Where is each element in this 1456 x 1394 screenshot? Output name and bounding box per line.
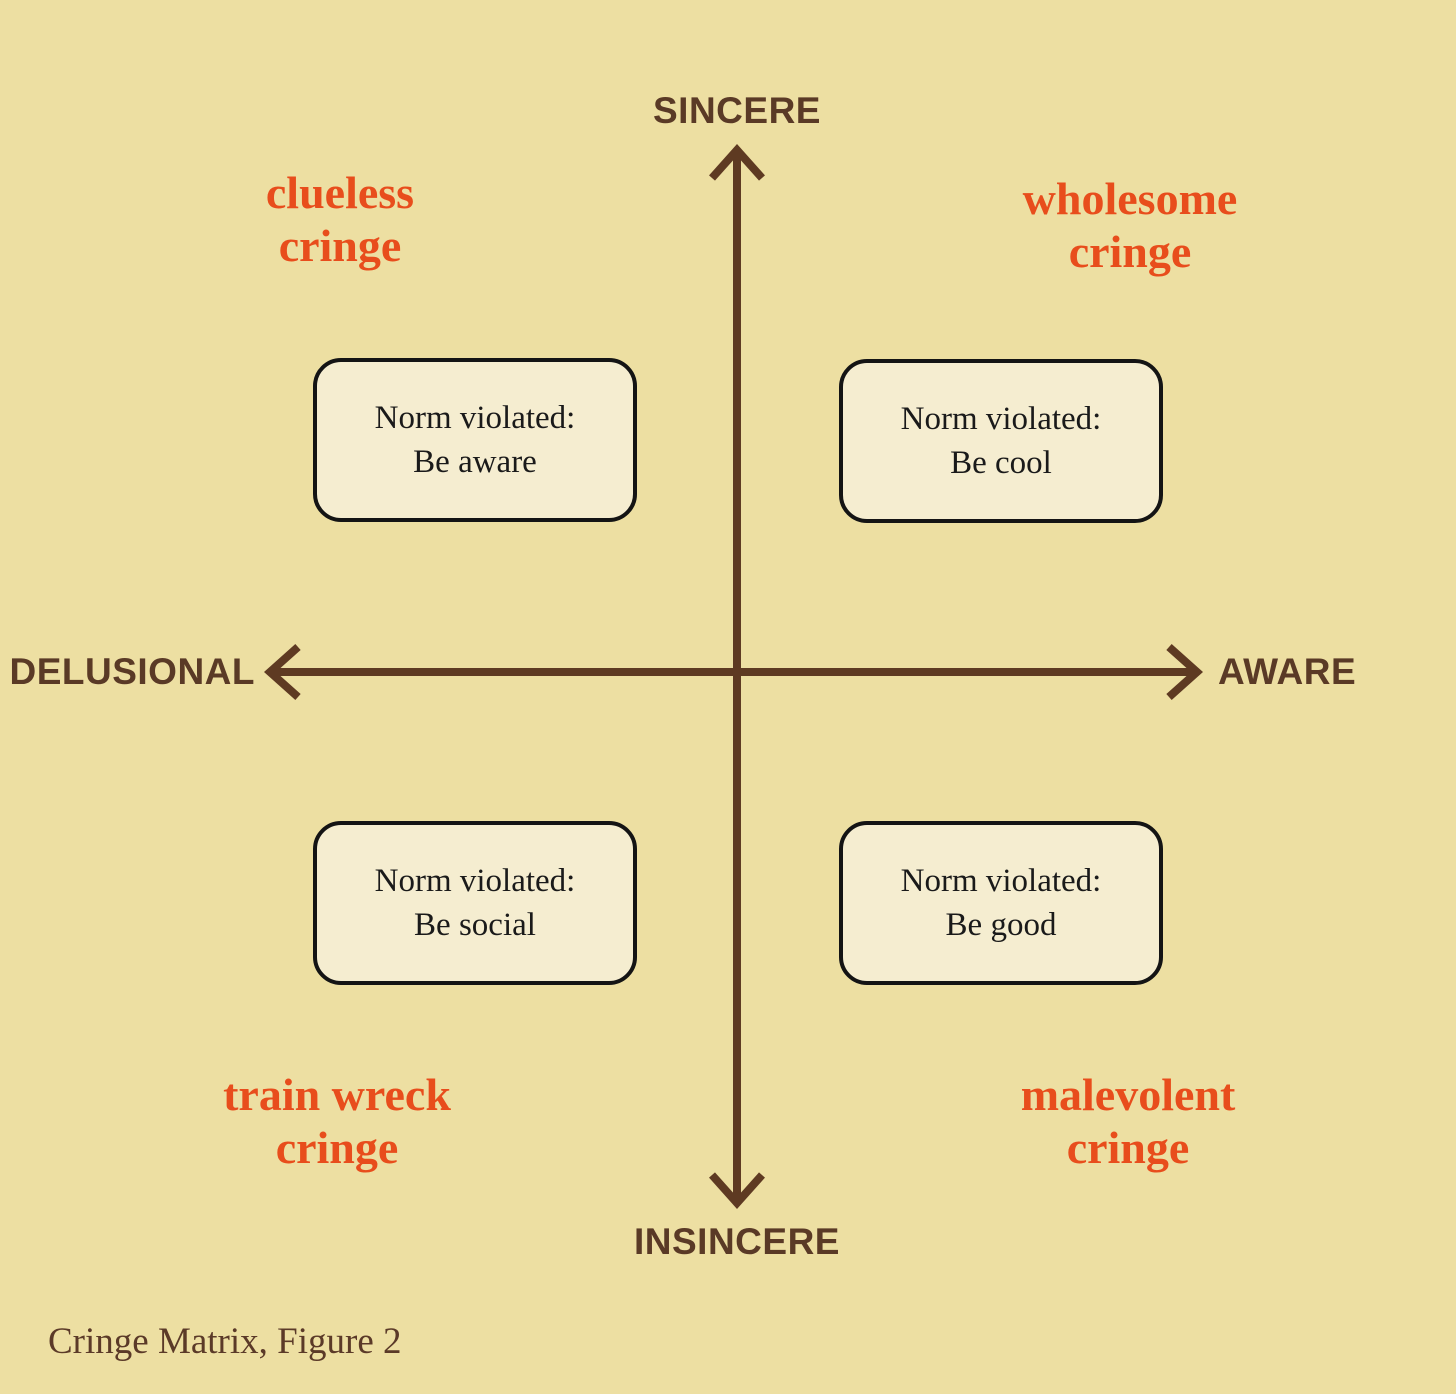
- arrowhead-up-icon: [709, 143, 765, 181]
- norm-box-bottom-right: Norm violated: Be good: [839, 821, 1163, 985]
- figure-caption: Cringe Matrix, Figure 2: [48, 1321, 402, 1362]
- quadrant-label-line2: cringe: [1066, 1122, 1190, 1173]
- quadrant-label-line1: clueless: [265, 167, 415, 218]
- norm-box-line1: Norm violated:: [900, 401, 1102, 437]
- quadrant-label-top-right: wholesome cringe: [930, 172, 1330, 278]
- axis-label-delusional: DELUSIONAL: [9, 651, 255, 692]
- norm-box-top-left: Norm violated: Be aware: [313, 358, 637, 522]
- norm-box-bottom-left: Norm violated: Be social: [313, 821, 637, 985]
- axis-label-insincere: INSINCERE: [634, 1221, 840, 1262]
- arrowhead-left-icon: [263, 644, 301, 700]
- norm-box-line1: Norm violated:: [374, 863, 576, 899]
- quadrant-label-line1: wholesome: [1022, 173, 1238, 224]
- quadrant-label-bottom-left: train wreck cringe: [137, 1068, 537, 1174]
- quadrant-label-top-left: clueless cringe: [140, 166, 540, 272]
- norm-box-line2: Be cool: [950, 445, 1052, 481]
- quadrant-label-line2: cringe: [275, 1122, 399, 1173]
- axis-label-aware: AWARE: [1218, 651, 1357, 692]
- axis-label-sincere: SINCERE: [653, 90, 821, 131]
- quadrant-label-line2: cringe: [278, 220, 402, 271]
- norm-box-top-right: Norm violated: Be cool: [839, 359, 1163, 523]
- norm-box-line1: Norm violated:: [374, 400, 576, 436]
- norm-box-line2: Be social: [414, 907, 536, 943]
- quadrant-label-line1: train wreck: [223, 1069, 451, 1120]
- arrowhead-right-icon: [1166, 644, 1204, 700]
- norm-box-line2: Be good: [945, 907, 1057, 943]
- quadrant-label-line2: cringe: [1068, 226, 1192, 277]
- arrowhead-down-icon: [709, 1172, 765, 1210]
- quadrant-label-line1: malevolent: [1020, 1069, 1236, 1120]
- quadrant-label-bottom-right: malevolent cringe: [928, 1068, 1328, 1174]
- norm-box-line2: Be aware: [413, 444, 537, 480]
- norm-box-line1: Norm violated:: [900, 863, 1102, 899]
